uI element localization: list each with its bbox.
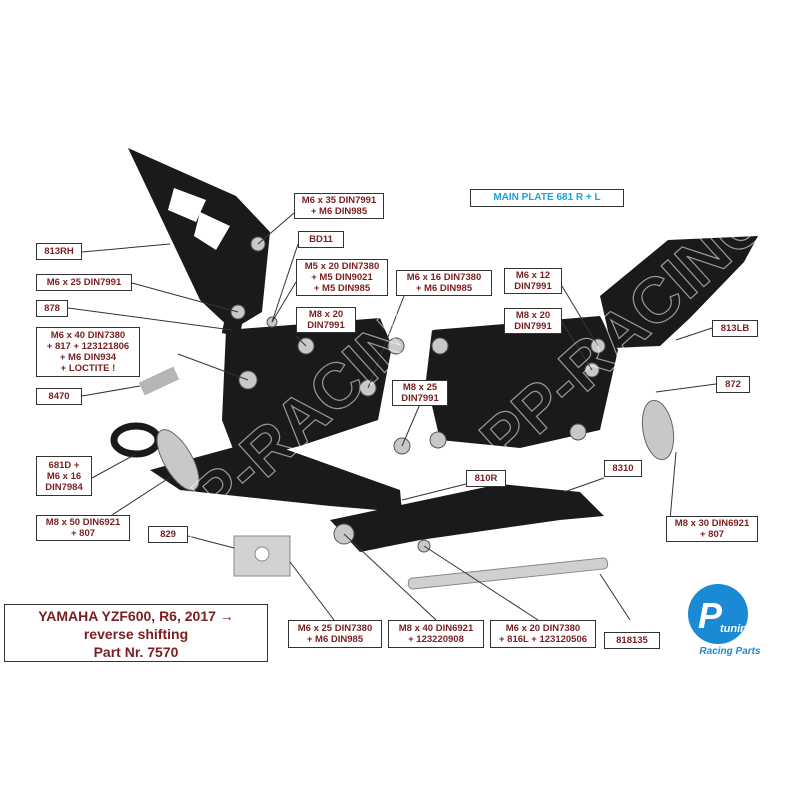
label-810r: 810R: [466, 470, 506, 487]
label-m6x12-din7991: M6 x 12 DIN7991: [504, 268, 562, 294]
brand-tagline: Racing Parts: [699, 646, 761, 657]
label-m6x16-din7380: M6 x 16 DIN7380 + M6 DIN985: [396, 270, 492, 296]
main-plate-681l: [426, 316, 618, 448]
label-m8x25-din7991: M8 x 25 DIN7991: [392, 380, 448, 406]
label-m8x50-din6921: M8 x 50 DIN6921 + 807: [36, 515, 130, 541]
label-m6x40-din7380: M6 x 40 DIN7380 + 817 + 123121806 + M6 D…: [36, 327, 140, 377]
footpeg-left: [156, 429, 200, 491]
right-rearset-assembly: [330, 236, 758, 590]
product-title-box: YAMAHA YZF600, R6, 2017 → reverse shifti…: [4, 604, 268, 662]
bolt-right-lower: [569, 423, 587, 441]
bracket-829-hole: [254, 546, 270, 562]
heel-guard-cutout-lower: [194, 212, 230, 250]
pp-tuning-logo: P tuning: [688, 584, 754, 644]
bolt-right-top: [431, 337, 449, 355]
title-variant: reverse shifting: [83, 626, 189, 642]
bolt-m6x16: [387, 337, 405, 355]
bushing-681d: [110, 422, 162, 458]
footpeg-right: [641, 399, 675, 461]
label-813lb: 813LB: [712, 320, 758, 337]
shift-lever-810r: [330, 484, 604, 552]
label-878: 878: [36, 300, 68, 317]
label-681d: 681D + M6 x 16 DIN7984: [36, 456, 92, 496]
label-m6x35-din7991: M6 x 35 DIN7991 + M6 DIN985: [294, 193, 384, 219]
label-m8x30-din6921: M8 x 30 DIN6921 + 807: [666, 516, 758, 542]
linkage-rod-818135: [407, 557, 609, 590]
title-model: YAMAHA YZF600, R6, 2017 →: [38, 608, 234, 624]
main-plate-681r: [222, 318, 392, 462]
logo-word: tuning: [720, 623, 754, 635]
heel-guard-813lb: [600, 236, 758, 348]
logo-letter: P: [698, 595, 723, 636]
main-plate-label: MAIN PLATE 681 R + L: [470, 189, 624, 207]
label-bd11: BD11: [298, 231, 344, 248]
label-818135: 818135: [604, 632, 660, 649]
label-m6x25-din7380: M6 x 25 DIN7380 + M6 DIN985: [288, 620, 382, 648]
label-8310: 8310: [604, 460, 642, 477]
part-8470: [138, 366, 180, 396]
label-872: 872: [716, 376, 750, 393]
label-m6x25-din7991: M6 x 25 DIN7991: [36, 274, 132, 291]
label-m8x20-din7991-left: M8 x 20 DIN7991: [296, 307, 356, 333]
bolt-right-bottom: [429, 431, 447, 449]
label-8470: 8470: [36, 388, 82, 405]
title-part-number: Part Nr. 7570: [93, 644, 179, 660]
label-m8x20-din7991-right: M8 x 20 DIN7991: [504, 308, 562, 334]
label-m5x20-din7380: M5 x 20 DIN7380 + M5 DIN9021 + M5 DIN985: [296, 259, 388, 296]
label-813rh: 813RH: [36, 243, 82, 260]
logo-circle: [688, 584, 748, 644]
shift-lever-arm: [150, 440, 402, 512]
leader-lines: [67, 212, 717, 621]
label-829: 829: [148, 526, 188, 543]
label-m8x40-din6921: M8 x 40 DIN6921 + 123220908: [388, 620, 484, 648]
label-m6x20-din7380: M6 x 20 DIN7380 + 816L + 123120506: [490, 620, 596, 648]
heel-guard-cutout-upper: [168, 188, 206, 222]
